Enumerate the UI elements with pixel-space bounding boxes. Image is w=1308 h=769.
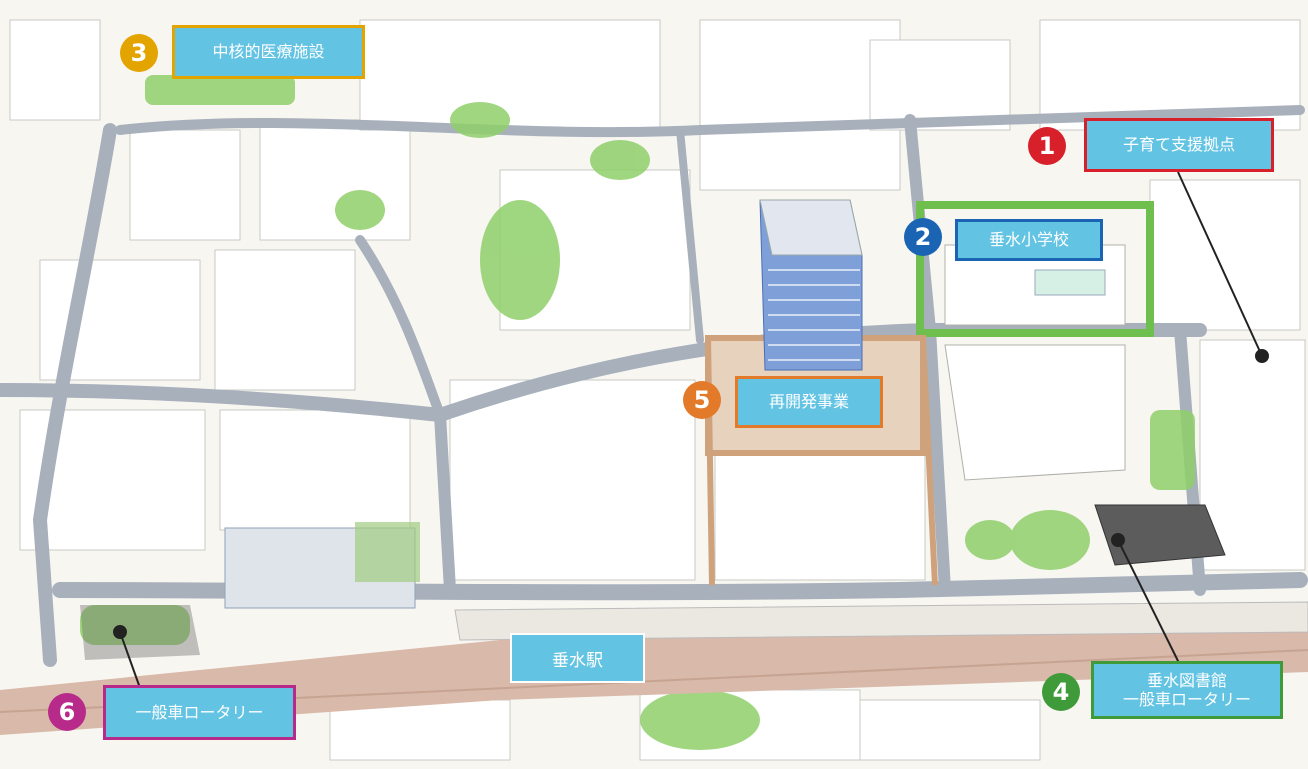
landmark-label-rotary[interactable]: 一般車ロータリー: [103, 685, 296, 740]
landmark-label-text: 子育て支援拠点: [1122, 135, 1235, 155]
landmark-label-childcare[interactable]: 子育て支援拠点: [1084, 118, 1274, 172]
landmark-label-text-line-1: 垂水図書館: [1146, 670, 1227, 690]
station-label: 垂水駅: [510, 633, 645, 683]
leader-lines: [113, 171, 1269, 689]
landmark-badge-6: 6: [48, 693, 86, 731]
landmark-label-text: 再開発事業: [768, 392, 849, 412]
tower: [759, 199, 863, 371]
landmark-badge-3: 3: [120, 34, 158, 72]
city-blocks: [9, 19, 1306, 761]
landmark-label-text: 垂水小学校: [988, 230, 1069, 250]
landmark-label-text: 中核的医療施設: [212, 42, 325, 62]
school-hedge: [916, 201, 1154, 337]
landmark-badge-5: 5: [683, 381, 721, 419]
landmark-badge-4: 4: [1042, 673, 1080, 711]
landmark-label-library[interactable]: 垂水図書館 一般車ロータリー: [1091, 661, 1283, 719]
landmark-badge-1: 1: [1028, 127, 1066, 165]
landmark-label-redevelopment[interactable]: 再開発事業: [735, 376, 883, 428]
landmark-label-elementary-school[interactable]: 垂水小学校: [955, 219, 1103, 261]
landmark-label-text: 一般車ロータリー: [135, 702, 264, 722]
landmark-badge-2: 2: [904, 218, 942, 256]
landmark-label-medical-facility[interactable]: 中核的医療施設: [172, 25, 365, 79]
library-building: [1094, 504, 1226, 566]
landmark-label-text-line-2: 一般車ロータリー: [1122, 690, 1251, 709]
greenery: [80, 75, 1195, 750]
